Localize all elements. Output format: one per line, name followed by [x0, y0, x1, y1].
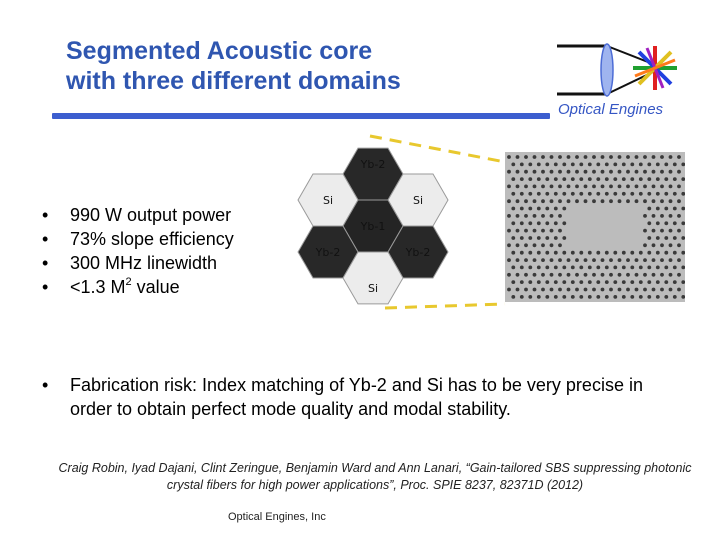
- m2-suffix: value: [131, 277, 180, 297]
- fabrication-risk-bullet: • Fabrication risk: Index matching of Yb…: [42, 373, 682, 421]
- hex-label: Yb-2: [405, 246, 431, 259]
- citation: Craig Robin, Iyad Dajani, Clint Zeringue…: [58, 461, 692, 492]
- specs-bullet-list: 990 W output power 73% slope efficiency …: [42, 203, 234, 299]
- m2-prefix: <1.3 M: [70, 277, 126, 297]
- title-underline-bar: [52, 113, 550, 119]
- bullet-m2-value: <1.3 M2 value: [42, 275, 234, 299]
- hex-cell-si: [342, 251, 404, 305]
- bullet-output-power: 990 W output power: [42, 203, 234, 227]
- slide-title: Segmented Acoustic core with three diffe…: [66, 36, 486, 96]
- hex-label: Si: [323, 194, 333, 207]
- bullet-slope-efficiency: 73% slope efficiency: [42, 227, 234, 251]
- hex-label: Si: [413, 194, 423, 207]
- hex-label: Yb-2: [360, 158, 386, 171]
- zoom-connector-line: [369, 134, 506, 164]
- hex-label: Yb-1: [360, 220, 386, 233]
- hex-label: Si: [368, 282, 378, 295]
- bullet-dot: •: [42, 375, 49, 395]
- brand-name: Optical Engines: [558, 101, 664, 118]
- fabrication-risk-text: Fabrication risk: Index matching of Yb-2…: [70, 375, 643, 419]
- title-line-1: Segmented Acoustic core: [66, 37, 373, 65]
- m2-superscript: 2: [125, 276, 132, 288]
- zoom-connector-line: [384, 302, 506, 310]
- footer-company: Optical Engines, Inc: [228, 511, 326, 523]
- bullet-linewidth: 300 MHz linewidth: [42, 251, 234, 275]
- hex-label: Yb-2: [315, 246, 341, 259]
- title-line-2: with three different domains: [66, 67, 401, 95]
- fiber-cross-section-photo: [505, 152, 685, 302]
- optical-engines-logo-icon: [557, 43, 677, 97]
- photo-holes-pattern: [507, 155, 685, 299]
